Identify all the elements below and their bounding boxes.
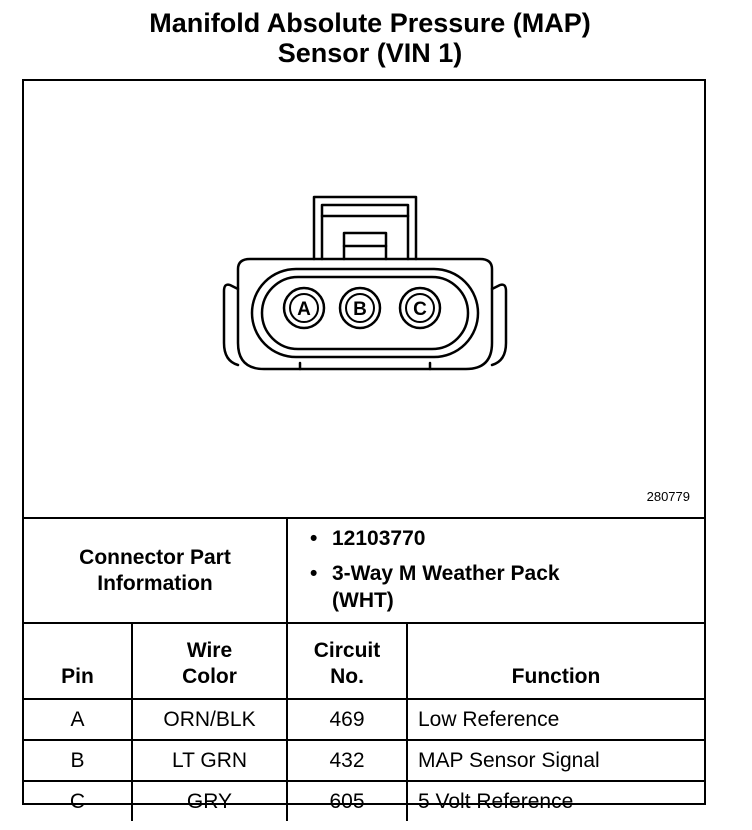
wire-color-cell: LT GRN	[131, 739, 288, 782]
wire-color-cell: ORN/BLK	[131, 698, 288, 741]
header-function: Function	[406, 622, 704, 700]
connector-diagram: A B C 280779	[24, 81, 704, 519]
pin-cavity-a	[282, 286, 326, 330]
pinout-table: Connector Part Information 12103770 3-Wa…	[24, 519, 704, 821]
connector-frame: A B C 280779 Connector Part Information …	[22, 79, 706, 821]
connector-part-list: 12103770 3-Way M Weather Pack (WHT)	[288, 525, 704, 614]
header-wire-color-line-1: Wire	[186, 639, 233, 662]
wire-color-cell: GRY	[131, 780, 288, 821]
connector-right-ear	[490, 283, 508, 367]
connector-part-number: 12103770	[310, 525, 704, 552]
title-line-2: Sensor (VIN 1)	[277, 38, 463, 68]
connector-part-label-line-2: Information	[97, 571, 213, 595]
header-wire-color: Wire Color	[131, 622, 288, 700]
pin-label-c: C	[413, 299, 427, 320]
header-function-text: Function	[511, 665, 601, 688]
table-row: C GRY 605 5 Volt Reference	[24, 780, 704, 821]
circuit-cell: 469	[286, 698, 408, 741]
pin-cavity-b	[338, 286, 382, 330]
table-header-row: Pin Wire Color Circuit No. Function	[24, 622, 704, 700]
pin-cell: C	[24, 780, 133, 821]
connector-part-label-line-1: Connector Part	[79, 545, 231, 569]
connector-info-row: Connector Part Information 12103770 3-Wa…	[24, 519, 704, 624]
connector-drawing: A B C	[222, 195, 508, 371]
pin-label-a: A	[297, 299, 311, 320]
header-circuit-line-2: No.	[330, 665, 364, 688]
connector-latch	[312, 195, 418, 261]
header-circuit: Circuit No.	[286, 622, 408, 700]
table-row: A ORN/BLK 469 Low Reference	[24, 698, 704, 741]
header-pin: Pin	[24, 622, 133, 700]
pin-cavity-c	[398, 286, 442, 330]
circuit-cell: 432	[286, 739, 408, 782]
connector-housing	[236, 257, 494, 371]
figure-number: 280779	[646, 489, 690, 504]
connector-part-type: 3-Way M Weather Pack (WHT)	[310, 560, 562, 614]
function-cell: MAP Sensor Signal	[406, 739, 704, 782]
connector-part-label: Connector Part Information	[24, 519, 288, 624]
title-line-1: Manifold Absolute Pressure (MAP)	[149, 8, 591, 38]
table-row: B LT GRN 432 MAP Sensor Signal	[24, 739, 704, 782]
function-cell: 5 Volt Reference	[406, 780, 704, 821]
pin-cell: B	[24, 739, 133, 782]
header-circuit-line-1: Circuit	[313, 639, 381, 662]
connector-part-info: 12103770 3-Way M Weather Pack (WHT)	[286, 519, 704, 624]
connector-left-ear	[222, 283, 240, 367]
page-title: Manifold Absolute Pressure (MAP) Sensor …	[0, 8, 740, 68]
circuit-cell: 605	[286, 780, 408, 821]
connector-face-inner	[260, 275, 470, 351]
connector-face-outer	[250, 267, 480, 359]
function-cell: Low Reference	[406, 698, 704, 741]
header-pin-text: Pin	[61, 665, 94, 688]
header-wire-color-line-2: Color	[182, 665, 237, 688]
pin-cell: A	[24, 698, 133, 741]
pin-label-b: B	[353, 299, 367, 320]
